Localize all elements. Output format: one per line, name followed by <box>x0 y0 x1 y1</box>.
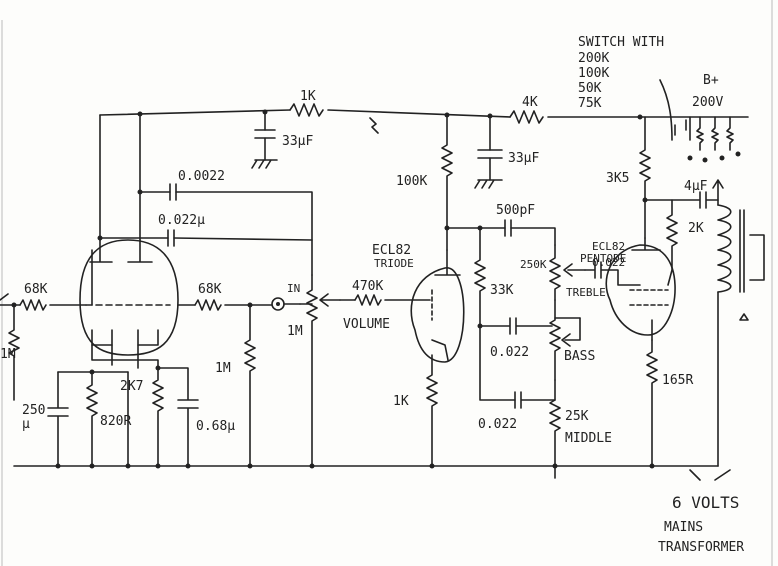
label-0022-top: 0.0022 <box>178 169 225 184</box>
resistor-4k <box>509 110 544 124</box>
label-switch-1: SWITCH WITH <box>578 35 664 50</box>
label-4k: 4K <box>522 95 538 110</box>
cathode-section-1 <box>47 344 199 467</box>
mid-stage-left <box>177 274 341 467</box>
tube-1 <box>79 239 179 369</box>
label-1m-left: 1M <box>0 347 16 362</box>
label-ecl82-pentode-2: PENTODE <box>580 252 626 265</box>
resistor-470k <box>354 294 382 306</box>
label-3k5: 3K5 <box>606 171 629 186</box>
label-470k: 470K <box>352 279 383 294</box>
label-68k-in: 68K <box>24 282 48 297</box>
label-2k: 2K <box>688 221 704 236</box>
triode-grid <box>339 294 431 306</box>
label-0022-bottom: 0.022µ <box>158 213 205 228</box>
label-treble: TREBLE <box>566 286 606 299</box>
label-pot-1m: 1M <box>287 324 303 339</box>
plate-resistor-100k <box>441 114 556 251</box>
label-volume: VOLUME <box>343 317 390 332</box>
label-25k: 25K <box>565 409 589 424</box>
resistor-1k-top <box>289 103 324 117</box>
label-1m-grid: 1M <box>215 361 231 376</box>
resistor-68k-out <box>194 299 222 311</box>
label-in-jack: IN <box>287 282 300 295</box>
volume-pot <box>306 274 318 467</box>
label-4uf: 4µF <box>684 179 708 194</box>
capacitor-33uf-right <box>474 115 503 189</box>
tube-ecl82-triode <box>410 249 465 467</box>
middle-pot <box>549 379 561 467</box>
label-ecl82-triode-1: ECL82 <box>372 243 411 258</box>
label-0022-bass: 0.022 <box>490 345 529 360</box>
bplus-switch <box>659 79 741 163</box>
label-switch-3: 100K <box>578 66 609 81</box>
capacitor-33uf-left <box>251 111 278 169</box>
label-820r: 820R <box>100 414 131 429</box>
label-switch-4: 50K <box>578 81 602 96</box>
tone-stack <box>474 225 586 467</box>
label-transformer: TRANSFORMER <box>658 540 744 555</box>
label-068u: 0.68µ <box>196 419 235 434</box>
label-six-volts: 6 VOLTS <box>672 493 739 512</box>
label-0022-pent: 0.022 <box>592 256 625 269</box>
rail-mark <box>369 117 379 134</box>
feedback-capacitors <box>97 113 313 276</box>
label-250k: 250K <box>520 258 547 271</box>
bass-pot <box>549 299 561 381</box>
resistor-165r <box>646 339 658 467</box>
output-transformer <box>717 204 765 467</box>
ground-rail <box>13 463 719 479</box>
resistor-68k-in <box>19 299 47 311</box>
pentode-supply <box>639 116 724 286</box>
label-0022-mid: 0.022 <box>478 417 517 432</box>
label-100k: 100K <box>396 174 427 189</box>
top-rail <box>99 103 749 241</box>
resistor-3k5 <box>639 116 651 239</box>
label-2k7: 2K7 <box>120 379 143 394</box>
pentode-section <box>584 237 676 467</box>
label-mains: MAINS <box>664 520 703 535</box>
label-500pf: 500pF <box>496 203 535 218</box>
label-switch-5: 75K <box>578 96 602 111</box>
label-bplus: B+ <box>703 73 719 88</box>
label-bass: BASS <box>564 349 595 364</box>
label-1k-cathode: 1K <box>393 394 409 409</box>
resistor-33k <box>474 227 516 401</box>
six-volts-leaders <box>689 469 731 481</box>
label-1k-top: 1K <box>300 89 316 104</box>
label-voltage: 200V <box>692 95 723 110</box>
label-33k: 33K <box>490 283 514 298</box>
label-33uf-right: 33µF <box>508 151 539 166</box>
label-ecl82-pentode-1: ECL82 <box>592 240 625 253</box>
label-68k-out: 68K <box>198 282 222 297</box>
label-middle: MIDDLE <box>565 431 612 446</box>
treble-pot <box>549 244 561 301</box>
label-165r: 165R <box>662 373 693 388</box>
label-ecl82-triode-2: TRIODE <box>374 257 414 270</box>
label-33uf-left: 33µF <box>282 134 313 149</box>
input-stage <box>0 293 87 401</box>
label-switch-2: 200K <box>578 51 609 66</box>
